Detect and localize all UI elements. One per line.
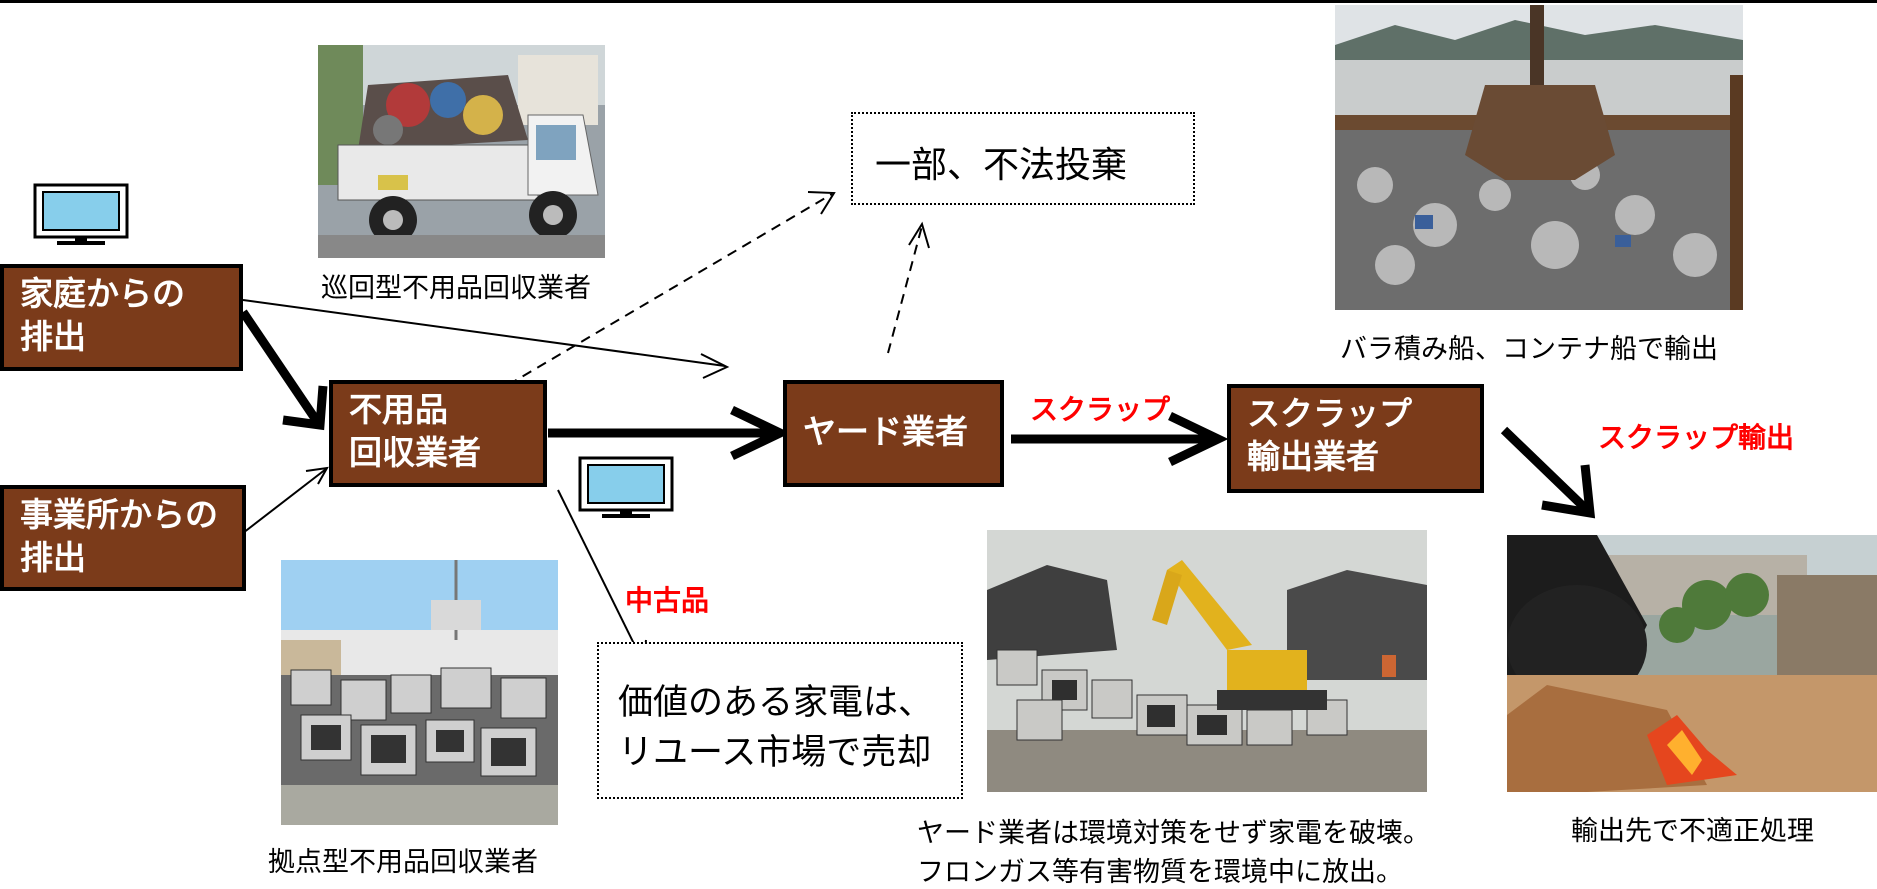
truck-caption: 巡回型不用品回収業者 [321, 273, 591, 304]
arrow-collector-yard-head [730, 405, 791, 461]
ship-caption: バラ積み船、コンテナ船で輸出 [1340, 334, 1718, 365]
yard-label: ヤード業者 [803, 412, 968, 451]
burning-caption: 輸出先で不適正処理 [1571, 816, 1814, 847]
depot-photo [281, 560, 558, 825]
ship-photo [1335, 5, 1743, 310]
arrow-yard-dumping [887, 225, 923, 354]
tv-icon [578, 456, 674, 519]
yard-photo [987, 530, 1427, 792]
truck-photo [318, 45, 605, 258]
tv-icon [33, 183, 129, 246]
reuse-text-1: 価値のある家電は、 [618, 683, 934, 723]
collector-box: 不用品 回収業者 [329, 380, 547, 487]
arrow-export-overseas-head [1541, 464, 1596, 519]
depot-caption: 拠点型不用品回収業者 [268, 847, 538, 878]
collector-label-2: 回収業者 [349, 433, 481, 472]
yard-box: ヤード業者 [783, 380, 1004, 487]
exporter-label-1: スクラップ [1247, 394, 1412, 433]
household-label-1: 家庭からの [20, 274, 185, 313]
arrow-household-yard [242, 299, 726, 367]
arrow-household-collector-head [282, 385, 328, 431]
yard-caption-1: ヤード業者は環境対策をせず家電を破壊。 [917, 818, 1430, 849]
business-label-2: 排出 [20, 538, 86, 577]
arrow-business-collector [242, 468, 327, 534]
illegal-dumping-note: 一部、不法投棄 [851, 112, 1195, 205]
burning-photo [1507, 535, 1877, 792]
arrow-business-collector-head [305, 466, 329, 485]
arrow-export-overseas [1500, 426, 1591, 514]
business-label-1: 事業所からの [20, 495, 218, 534]
household-box: 家庭からの 排出 [0, 264, 243, 371]
arrow-yard-exporter-head [1168, 411, 1229, 467]
reuse-note: 価値のある家電は、 リユース市場で売却 [597, 642, 963, 799]
yard-caption-2: フロンガス等有害物質を環境中に放出。 [917, 857, 1403, 888]
reuse-text-2: リユース市場で売却 [618, 733, 932, 773]
arrow-yard-dumping-head [908, 221, 930, 249]
exporter-box: スクラップ 輸出業者 [1227, 384, 1484, 493]
scrap-export-label: スクラップ輸出 [1598, 421, 1795, 454]
arrow-collector-dumping-head [807, 191, 836, 215]
collector-label-1: 不用品 [349, 390, 448, 429]
arrow-household-collector [239, 309, 320, 423]
scrap-label: スクラップ [1030, 393, 1171, 426]
exporter-label-2: 輸出業者 [1247, 437, 1379, 476]
business-box: 事業所からの 排出 [0, 485, 246, 591]
arrow-collector-reuse [557, 489, 643, 661]
arrow-household-yard-head [700, 353, 730, 379]
household-label-2: 排出 [20, 317, 86, 356]
used-goods-label: 中古品 [625, 584, 710, 617]
top-border-line [0, 0, 1877, 3]
arrow-collector-dumping [507, 193, 833, 386]
illegal-dumping-text: 一部、不法投棄 [875, 145, 1128, 186]
